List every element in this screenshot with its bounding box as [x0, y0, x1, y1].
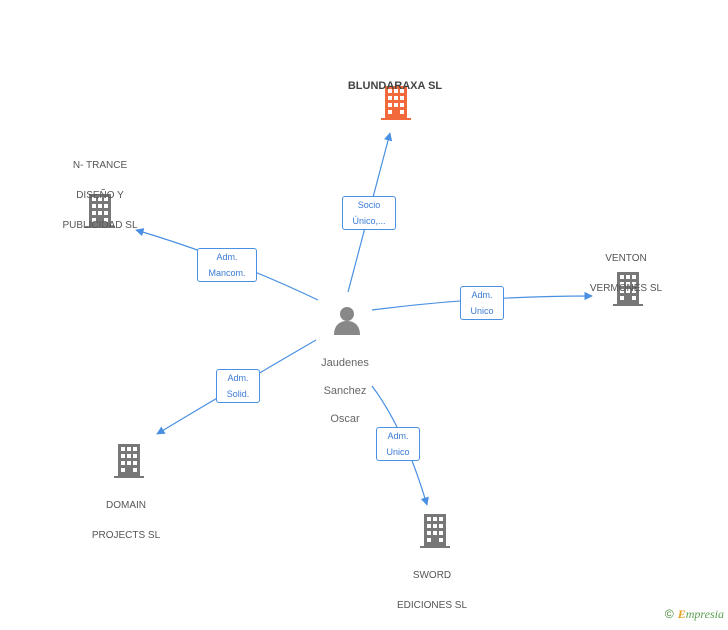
company-label-line: EDICIONES SL — [396, 600, 468, 611]
company-label-venton[interactable]: VENTON VERMONES SL — [574, 236, 678, 311]
person-icon[interactable] — [334, 307, 360, 335]
company-label-line: SWORD — [412, 570, 452, 581]
relation-badge-sword[interactable]: Adm. Unico — [376, 427, 420, 461]
person-label[interactable]: Jaudenes Sanchez Oscar — [300, 342, 390, 440]
company-label-line: DISEÑO Y — [76, 190, 124, 201]
company-label-domain[interactable]: DOMAIN PROJECTS SL — [74, 483, 178, 558]
company-label-line: VENTON — [605, 253, 647, 264]
relation-badge-domain[interactable]: Adm. Solid. — [216, 369, 260, 403]
company-label-ntrance[interactable]: N- TRANCE DISEÑO Y PUBLICIDAD SL — [48, 143, 152, 248]
building-icon-domain[interactable] — [114, 444, 144, 478]
company-label-line: DOMAIN — [106, 500, 146, 511]
person-name-line: Sanchez — [323, 385, 367, 397]
company-label-line: VERMONES SL — [589, 283, 663, 294]
company-label-blundaraxa[interactable]: BLUNDARAXA SL — [347, 80, 443, 92]
relation-badge-venton[interactable]: Adm. Unico — [460, 286, 504, 320]
person-name-line: Oscar — [330, 413, 360, 425]
copyright-icon: © — [664, 607, 674, 621]
relation-badge-blundaraxa[interactable]: Socio Único,... — [342, 196, 396, 230]
brand-name: mpresia — [685, 607, 724, 621]
brand-initial: E — [677, 607, 686, 621]
empresia-watermark: ©Empresia — [665, 607, 724, 622]
person-name-line: Jaudenes — [321, 357, 369, 369]
company-label-line: PUBLICIDAD SL — [62, 220, 138, 231]
building-icon-sword[interactable] — [420, 514, 450, 548]
company-label-sword[interactable]: SWORD EDICIONES SL — [380, 553, 484, 628]
company-label-line: PROJECTS SL — [91, 530, 161, 541]
company-label-line: N- TRANCE — [72, 160, 128, 171]
relation-badge-ntrance[interactable]: Adm. Mancom. — [197, 248, 257, 282]
